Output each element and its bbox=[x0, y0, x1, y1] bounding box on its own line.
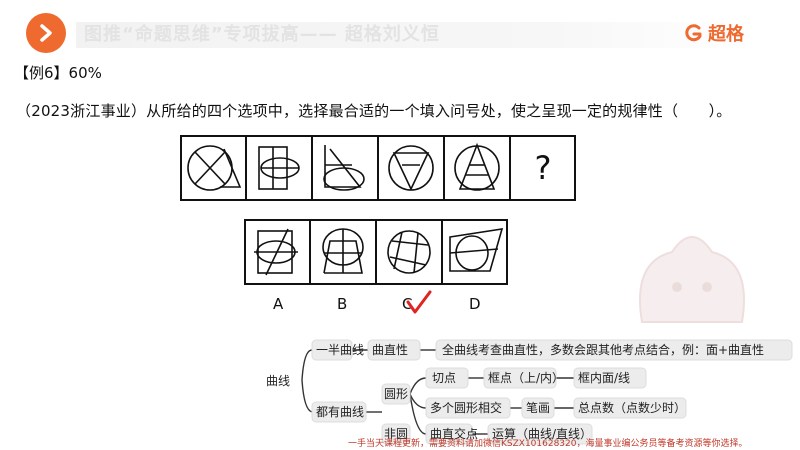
mm-half-child: 曲直性 bbox=[372, 343, 408, 357]
mm-noncircle: 非圆 bbox=[384, 427, 408, 441]
mascot-watermark bbox=[639, 236, 745, 323]
mm-frame-point: 框点（上/内） bbox=[488, 371, 564, 385]
option-a-figure bbox=[254, 228, 298, 276]
mm-half-node bbox=[311, 339, 353, 361]
mm-stroke-node bbox=[521, 397, 555, 419]
header-bar: 图推“命题思维”专项拔高—— 超格刘义恒 超格 bbox=[0, 0, 800, 62]
example-label: 【例6】60% bbox=[14, 64, 102, 82]
mm-total-node bbox=[573, 397, 687, 419]
question-text: （2023浙江事业）从所给的四个选项中，选择最合适的一个填入问号处，使之呈现一定… bbox=[16, 102, 732, 120]
mm-total: 总点数（点数少时） bbox=[578, 400, 686, 415]
footer-notice: 一手当天课程更新，需要资料请加微信KSZX101628320，海量事业编公务员等… bbox=[348, 439, 748, 449]
puzzle-options-row bbox=[244, 219, 508, 285]
brand-logo: 超格 bbox=[684, 20, 744, 46]
option-b-figure bbox=[322, 228, 364, 274]
title-banner bbox=[76, 22, 756, 48]
mm-half-child-node bbox=[367, 339, 421, 361]
puzzle-question-row: ? bbox=[180, 135, 576, 201]
option-c-label[interactable]: C bbox=[402, 295, 413, 313]
next-slide-button[interactable] bbox=[26, 13, 66, 53]
option-d-label[interactable]: D bbox=[469, 295, 481, 313]
mm-tangent: 切点 bbox=[432, 371, 456, 385]
option-a-label[interactable]: A bbox=[273, 295, 284, 313]
mm-half-note: 全曲线考查曲直性，多数会跟其他考点结合，例：面+曲直性 bbox=[442, 342, 764, 357]
mm-tangent-node bbox=[425, 367, 469, 389]
mm-multi: 多个圆形相交 bbox=[430, 400, 502, 415]
figure-3 bbox=[323, 145, 365, 191]
logo-icon bbox=[685, 24, 702, 42]
mindmap: 曲线 一半曲线 曲直性 全曲线考查曲直性，多数会跟其他考点结合，例：面+曲直性 … bbox=[266, 339, 793, 445]
question-mark: ? bbox=[535, 149, 552, 187]
mm-frame-point-node bbox=[483, 367, 557, 389]
mm-curve-cross-node bbox=[425, 423, 473, 445]
mm-calc: 运算（曲线/直线） bbox=[492, 426, 592, 441]
mm-stroke: 笔画 bbox=[526, 400, 550, 415]
chevron-right-icon bbox=[40, 24, 52, 42]
mm-half-note-node bbox=[435, 339, 793, 361]
figure-1 bbox=[187, 145, 242, 191]
mm-all: 都有曲线 bbox=[316, 405, 364, 419]
mm-curve-cross: 曲直交点 bbox=[430, 426, 478, 441]
mm-frame-in-node bbox=[573, 367, 647, 389]
option-d-figure bbox=[449, 228, 504, 272]
mm-frame-in: 框内面/线 bbox=[578, 371, 630, 385]
figure-5 bbox=[454, 142, 500, 191]
mm-circle-node bbox=[381, 383, 411, 405]
mm-circle: 圆形 bbox=[384, 387, 408, 401]
option-b-label[interactable]: B bbox=[337, 295, 348, 313]
correct-check-icon bbox=[406, 290, 432, 314]
mm-half: 一半曲线 bbox=[316, 343, 364, 357]
figure-2 bbox=[258, 146, 300, 190]
logo-text: 超格 bbox=[708, 24, 744, 45]
mm-calc-node bbox=[487, 423, 593, 445]
mm-multi-node bbox=[425, 397, 511, 419]
figure-4 bbox=[388, 145, 434, 191]
option-c-figure bbox=[387, 230, 431, 274]
mm-noncircle-node bbox=[381, 423, 411, 445]
course-title: 图推“命题思维”专项拔高—— 超格刘义恒 bbox=[84, 24, 440, 45]
mm-root: 曲线 bbox=[266, 374, 290, 388]
mm-all-node bbox=[311, 401, 367, 423]
